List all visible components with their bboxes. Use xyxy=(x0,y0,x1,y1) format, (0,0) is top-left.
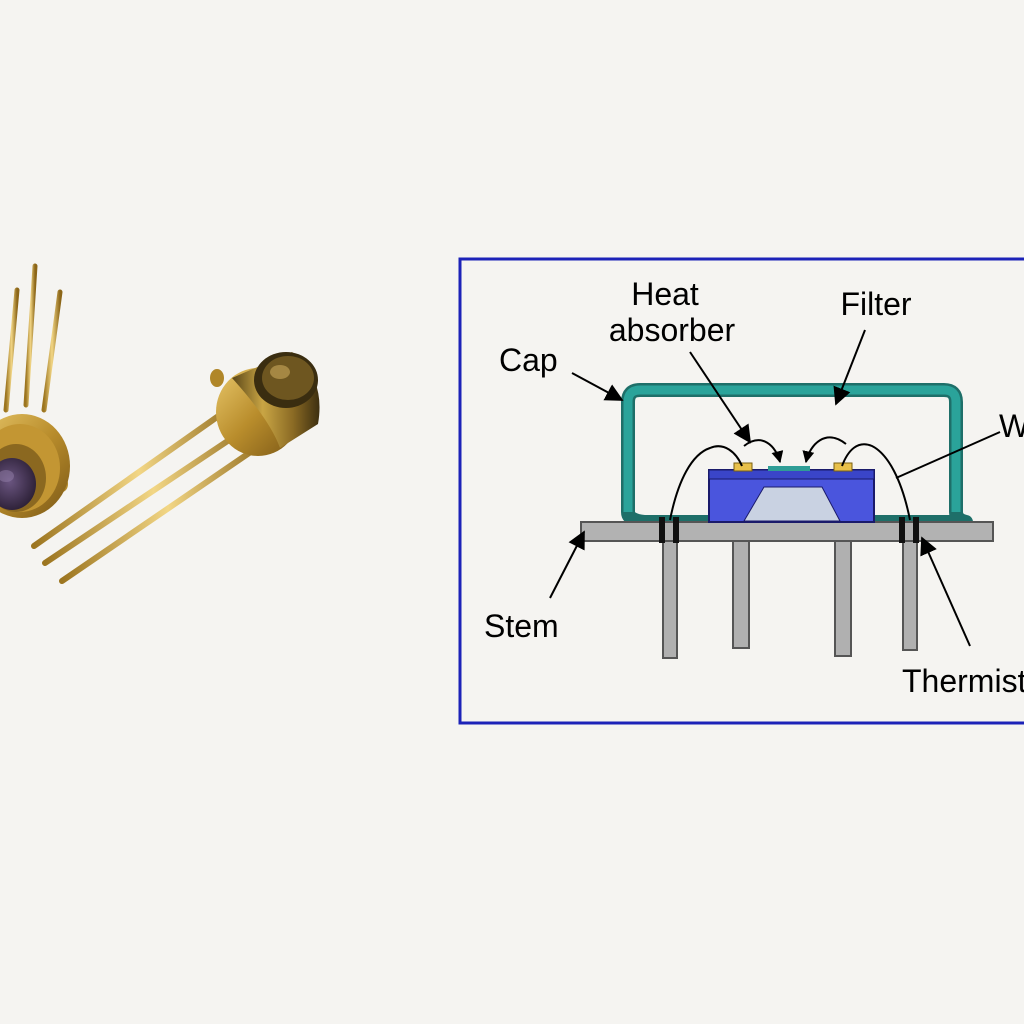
front-sensor-pins xyxy=(3,263,63,413)
cross-section-diagram: Heat absorber Filter Cap Wire Stem Therm… xyxy=(458,257,1024,725)
label-heat-absorber-line1: Heat xyxy=(631,276,699,312)
label-cap: Cap xyxy=(499,342,558,378)
label-filter: Filter xyxy=(840,286,911,322)
back-sensor-pins xyxy=(31,395,277,584)
label-heat-absorber-line2: absorber xyxy=(609,312,736,348)
front-sensor-body xyxy=(0,414,70,518)
sensor-photo-icon xyxy=(0,263,320,584)
heat-absorber xyxy=(768,466,810,471)
label-stem: Stem xyxy=(484,608,559,644)
heat-absorber-leader xyxy=(689,351,751,444)
stem xyxy=(580,521,994,542)
bond-pad-left xyxy=(733,462,753,472)
thermistor-leader xyxy=(920,536,971,647)
stem-leader xyxy=(549,530,585,599)
bond-wires xyxy=(669,443,911,521)
wire-leader xyxy=(895,431,1001,479)
label-thermistor: Thermistor xyxy=(902,663,1024,699)
filter-leader xyxy=(833,329,866,406)
label-wire: Wire xyxy=(999,408,1024,444)
back-sensor-body xyxy=(210,352,320,456)
diagram-labels: Heat absorber Filter Cap Wire Stem Therm… xyxy=(484,276,1024,699)
cap-leader xyxy=(571,372,624,401)
leader-lines xyxy=(549,329,1001,647)
sensor-chip xyxy=(708,462,875,523)
feedthroughs xyxy=(659,517,919,543)
